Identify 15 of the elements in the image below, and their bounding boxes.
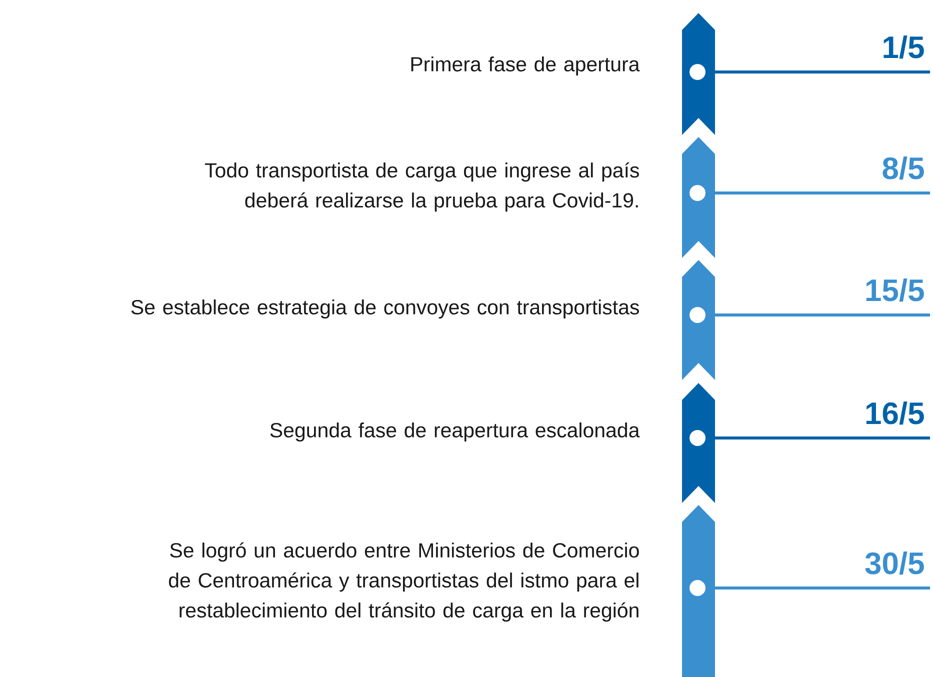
date-label: 30/5 [865, 552, 924, 575]
event-description: Todo transportista de carga que ingrese al país deberá realizarse la prueba para Covid-19. [204, 162, 639, 212]
chevron-segment [682, 383, 716, 503]
chevron-segment [682, 13, 716, 135]
chevron-segment [682, 260, 716, 380]
event-description: Primera fase de apertura [411, 56, 640, 76]
date-label: 8/5 [882, 156, 924, 180]
date-label: 1/5 [884, 36, 924, 59]
event-description: Segunda fase de reapertura escalonada [270, 422, 640, 442]
date-label: 15/5 [866, 278, 924, 302]
chevron-segment [682, 137, 716, 258]
chevron-segment [682, 505, 716, 677]
event-description: Se logró un acuerdo entre Ministerios de Comercio de Centroamérica y transportistas del istmo para el restablecimiento del tránsito de carga en la región [168, 542, 639, 622]
event-description: Se establece estrategia de convoyes con transportistas [131, 299, 639, 319]
date-label: 16/5 [866, 402, 924, 425]
